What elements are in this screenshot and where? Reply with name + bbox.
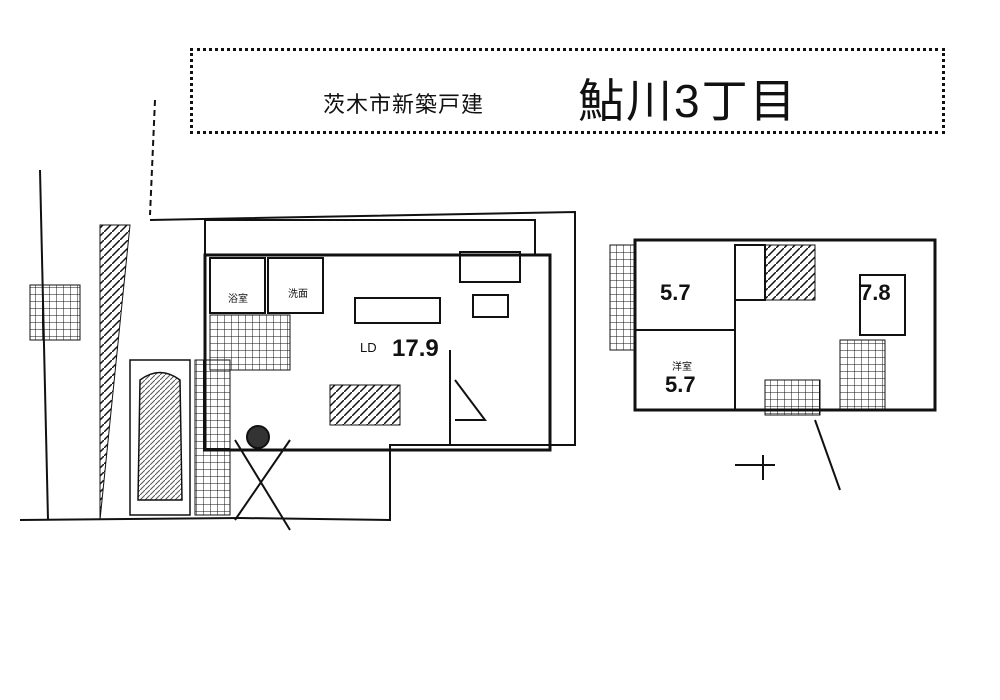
washroom-label: 洗面: [288, 289, 308, 300]
subtitle: 茨木市新築戸建: [323, 93, 485, 118]
floor1-outline: [203, 253, 552, 452]
bath-label: 浴室: [228, 294, 248, 305]
title: 鮎川3丁目: [578, 75, 798, 127]
site-boundary: [39, 169, 49, 521]
room2-label: 洋室: [672, 362, 692, 373]
ld-size: 17.9: [392, 335, 439, 362]
room2-size: 5.7: [665, 372, 696, 397]
tree-icon: [246, 425, 270, 449]
neighbor-block: [29, 284, 81, 341]
room3-size: 7.8: [860, 280, 891, 305]
room1-size: 5.7: [660, 280, 691, 305]
ld-label: LD: [360, 340, 377, 355]
parking-space: [129, 359, 191, 516]
title-box: 茨木市新築戸建 鮎川3丁目: [190, 48, 945, 134]
car-icon: [137, 371, 183, 501]
